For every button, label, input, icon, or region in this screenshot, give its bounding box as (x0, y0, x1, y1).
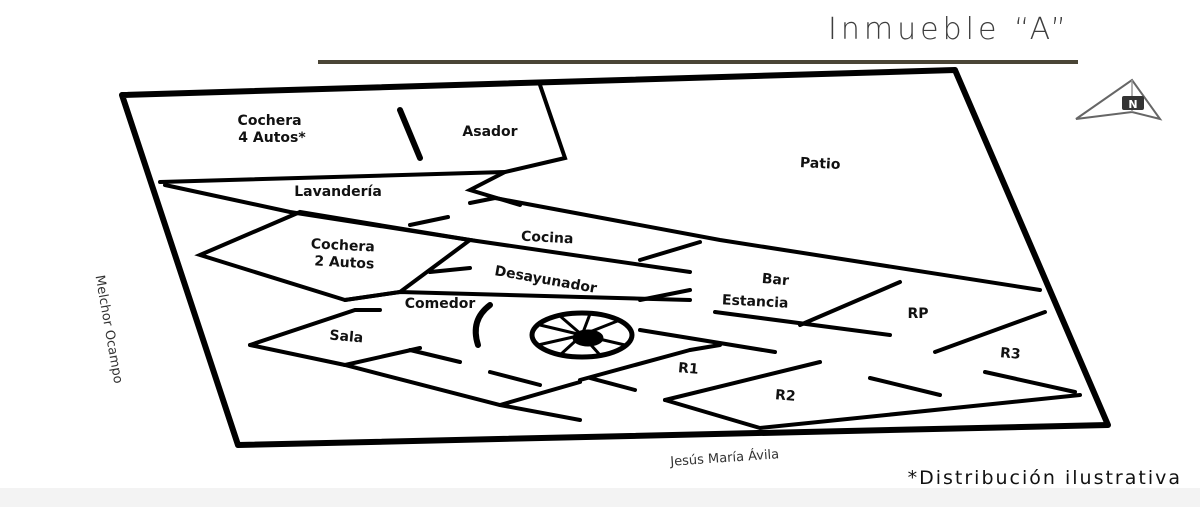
wall-sala-bottom (248, 343, 582, 422)
room-label-asador: Asador (462, 124, 517, 140)
wall-main-diagonal (493, 196, 1042, 292)
wall-sala (248, 308, 382, 347)
room-label-sala: Sala (329, 328, 364, 347)
room-label-lavanderia: Lavandería (294, 184, 382, 200)
wall-comedor (343, 289, 692, 302)
street-label-bottom: Jesús María Ávila (669, 446, 780, 470)
room-label-bar: Bar (761, 271, 789, 289)
page-title: Inmueble “A” (828, 12, 1070, 47)
room-label-r2: R2 (774, 387, 796, 405)
wall-lavanderia (158, 170, 507, 184)
room-label-r1: R1 (677, 360, 699, 378)
room-label-estancia: Estancia (722, 292, 789, 311)
street-label-left: Melchor Ocampo (92, 274, 126, 385)
spiral-stair-icon (529, 310, 635, 360)
room-label-rp: RP (907, 306, 928, 322)
room-label-cocina: Cocina (521, 229, 574, 248)
room-cochera-2 (194, 209, 475, 303)
room-label-desayunador: Desayunador (493, 263, 598, 297)
room-label-cochera-2: Cochera 2 Autos (310, 236, 381, 273)
wall-lavanderia-bottom (163, 183, 692, 274)
wall-r2-bottom (663, 393, 1082, 431)
wall-asador (464, 83, 568, 207)
title-divider (318, 60, 1078, 64)
room-label-r3: R3 (999, 345, 1021, 363)
room-label-cochera-4: Cochera 4 Autos* (238, 113, 307, 146)
footer-band (0, 488, 1200, 507)
walls (158, 83, 1082, 431)
room-label-comedor: Comedor (405, 296, 476, 312)
north-arrow-icon: N (1075, 78, 1163, 121)
footnote: *Distribución ilustrativa (907, 467, 1182, 489)
room-label-patio: Patio (800, 155, 842, 173)
lot-outline (119, 67, 1111, 448)
compass-label: N (1128, 98, 1137, 111)
